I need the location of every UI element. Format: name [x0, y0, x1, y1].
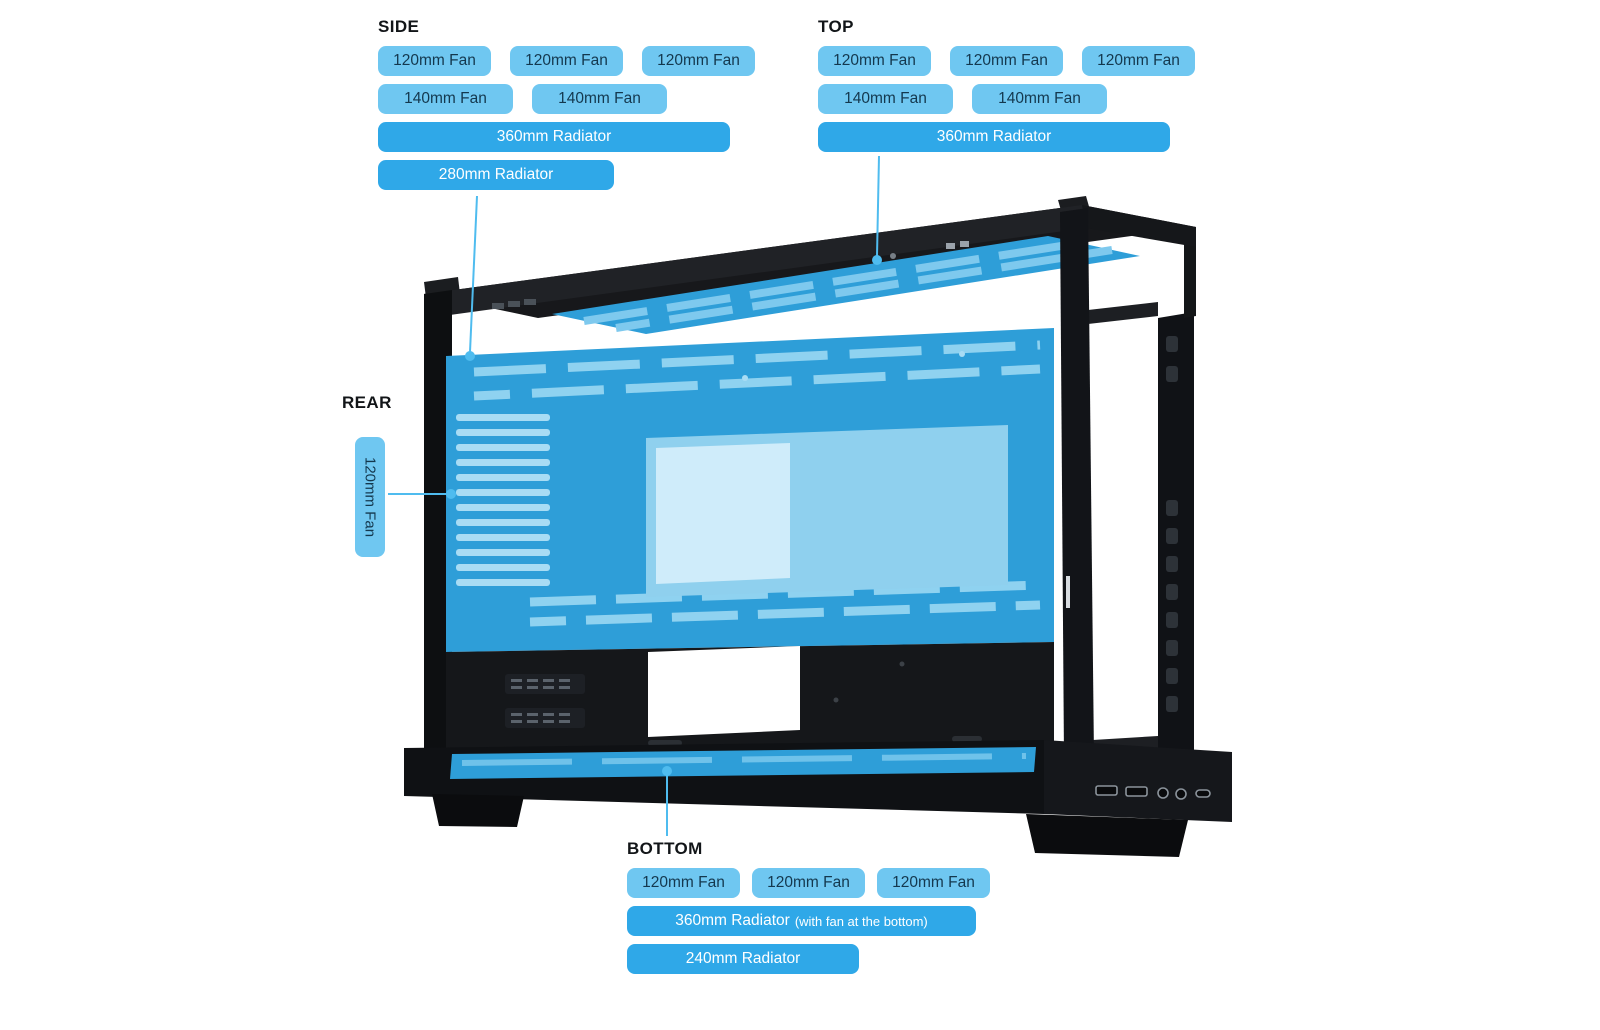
pill-row: 360mm Radiator (with fan at the bottom) — [627, 906, 990, 936]
top-fan-area-overlay — [552, 236, 1140, 334]
top-label-group: TOP 120mm Fan 120mm Fan 120mm Fan 140mm … — [818, 16, 1195, 160]
side-280mm-radiator-pill: 280mm Radiator — [378, 160, 614, 190]
bottom-heading: BOTTOM — [627, 839, 703, 858]
bottom-360mm-radiator-pill: 360mm Radiator (with fan at the bottom) — [627, 906, 976, 936]
top-leader-dot — [872, 255, 882, 265]
rear-heading: REAR — [342, 393, 392, 412]
pill-row: 360mm Radiator — [818, 122, 1195, 152]
side-140mm-fan-pill: 140mm Fan — [378, 84, 513, 114]
top-140mm-fan-pill: 140mm Fan — [818, 84, 953, 114]
bottom-fan-area-overlay — [450, 747, 1036, 779]
pill-row: 360mm Radiator — [378, 122, 755, 152]
psu-cutout — [648, 646, 800, 737]
bottom-120mm-fan-pill: 120mm Fan — [877, 868, 990, 898]
pill-row: 140mm Fan 140mm Fan — [818, 84, 1195, 114]
top-rail-detail — [890, 241, 969, 259]
rear-label-group: REAR 120mm Fan — [342, 392, 422, 582]
bottom-240mm-radiator-pill: 240mm Radiator — [627, 944, 859, 974]
pill-row: 120mm Fan 120mm Fan 120mm Fan — [378, 46, 755, 76]
side-label-group: SIDE 120mm Fan 120mm Fan 120mm Fan 140mm… — [378, 16, 755, 198]
pill-row: 120mm Fan 120mm Fan 120mm Fan — [627, 868, 990, 898]
case-foot — [1026, 814, 1188, 857]
usb-c-port — [1195, 789, 1211, 798]
bottom-leader-dot — [662, 766, 672, 776]
side-leader-dot — [465, 351, 475, 361]
top-heading: TOP — [818, 17, 854, 36]
pill-row: 280mm Radiator — [378, 160, 755, 190]
bottom-120mm-fan-pill: 120mm Fan — [752, 868, 865, 898]
side-360mm-radiator-pill: 360mm Radiator — [378, 122, 730, 152]
usb-a-port — [1125, 786, 1148, 797]
pci-slot-brackets — [505, 674, 585, 728]
top-leader-line — [876, 155, 880, 257]
pill-row: 140mm Fan 140mm Fan — [378, 84, 755, 114]
pill-row: 240mm Radiator — [627, 944, 990, 974]
top-120mm-fan-pill: 120mm Fan — [1082, 46, 1195, 76]
bottom-label-group: BOTTOM 120mm Fan 120mm Fan 120mm Fan 360… — [627, 838, 990, 982]
pill-row: 120mm Fan 120mm Fan 120mm Fan — [818, 46, 1195, 76]
side-vent-slats — [456, 414, 550, 586]
pc-case-frame — [404, 196, 1232, 857]
side-heading: SIDE — [378, 17, 420, 36]
radiator-note: (with fan at the bottom) — [794, 913, 928, 929]
leader-lines — [388, 155, 880, 836]
side-fan-area-overlay — [446, 328, 1054, 652]
top-140mm-fan-pill: 140mm Fan — [972, 84, 1107, 114]
top-120mm-fan-pill: 120mm Fan — [818, 46, 931, 76]
rear-strut-holes — [1166, 336, 1178, 712]
side-leader-line — [469, 195, 478, 353]
side-120mm-fan-pill: 120mm Fan — [378, 46, 491, 76]
case-foot — [432, 794, 524, 827]
rear-120mm-fan-pill: 120mm Fan — [355, 437, 385, 557]
front-io-ports — [1095, 785, 1211, 800]
rear-leader-dot — [446, 489, 456, 499]
audio-jack — [1157, 787, 1169, 799]
bottom-120mm-fan-pill: 120mm Fan — [627, 868, 740, 898]
top-360mm-radiator-pill: 360mm Radiator — [818, 122, 1170, 152]
top-120mm-fan-pill: 120mm Fan — [950, 46, 1063, 76]
leader-dots — [446, 255, 882, 776]
radiator-label: 360mm Radiator — [675, 912, 790, 929]
audio-jack — [1175, 788, 1187, 800]
top-rail-vents — [492, 299, 536, 309]
side-140mm-fan-pill: 140mm Fan — [532, 84, 667, 114]
side-120mm-fan-pill: 120mm Fan — [642, 46, 755, 76]
usb-a-port — [1095, 785, 1118, 796]
side-120mm-fan-pill: 120mm Fan — [510, 46, 623, 76]
